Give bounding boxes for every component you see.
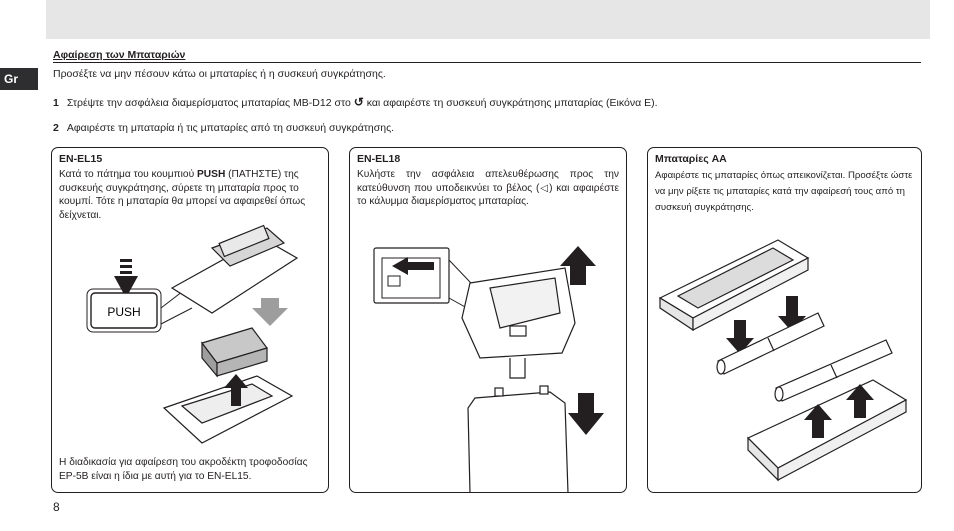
down-arrow-icon	[252, 298, 288, 326]
title-rule	[53, 62, 921, 63]
step-1: 1 Στρέψτε την ασφάλεια διαμερίσματος μπατ…	[53, 95, 657, 109]
panel-title: Μπαταρίες AA	[655, 153, 727, 165]
push-button-diagram	[90, 292, 158, 329]
step-text: Στρέψτε την ασφάλεια διαμερίσματος μπατα…	[66, 97, 351, 109]
panel-en-el15: EN-EL15 Κατά το πάτημα του κουμπιού PUSH…	[51, 147, 329, 493]
push-label: PUSH	[197, 169, 226, 180]
panel-aa-batteries: Μπαταρίες AA Αφαιρέστε τις μπαταρίες όπω…	[647, 147, 922, 493]
en-el18-illustration	[373, 246, 604, 492]
step-text: Αφαιρέστε τη μπαταρία ή τις μπαταρίες απ…	[66, 122, 395, 134]
step-text: και αφαιρέστε τη συσκευή συγκράτησης μπα…	[366, 97, 658, 109]
left-arrow-icon	[392, 257, 434, 275]
panel-en-el18: EN-EL18 Κυλήστε την ασφάλεια απελευθέρωσ…	[349, 147, 627, 493]
down-arrow-icon	[726, 320, 754, 354]
battery-holder	[467, 385, 569, 492]
up-arrow-icon	[560, 246, 596, 285]
en-el15-illustration: PUSH	[86, 224, 299, 444]
aa-battery-icon	[716, 312, 825, 375]
svg-text:PUSH: PUSH	[107, 305, 140, 319]
battery-cover	[461, 267, 576, 379]
push-arrow-icon	[114, 259, 138, 298]
panel-title: EN-EL15	[59, 153, 103, 165]
header-bar	[46, 0, 930, 39]
aa-holder-top	[658, 239, 810, 332]
panel-text: Κυλήστε την ασφάλεια απελευθέρωσης προς …	[357, 169, 619, 207]
up-arrow-icon	[846, 384, 874, 418]
down-arrow-icon	[568, 393, 604, 435]
step-2: 2 Αφαιρέστε τη μπαταρία ή τις μπαταρίες α…	[53, 122, 394, 134]
up-arrow-icon	[804, 404, 832, 438]
language-tab: Gr	[0, 68, 38, 90]
page-number: 8	[53, 500, 60, 514]
intro-text: Προσέξτε να μην πέσουν κάτω οι μπαταρίες…	[53, 68, 386, 80]
step-number: 1	[53, 97, 59, 109]
aa-holder-bottom	[746, 379, 908, 482]
rotate-lock-icon: ↺	[353, 95, 364, 109]
battery-icon	[201, 327, 268, 378]
step-number: 2	[53, 122, 59, 134]
panel-footer: Η διαδικασία για αφαίρεση του ακροδέκτη …	[59, 457, 308, 482]
panel-title: EN-EL18	[357, 153, 401, 165]
aa-illustration	[658, 239, 908, 482]
aa-battery-icon	[774, 339, 893, 402]
section-title: Αφαίρεση των Μπαταριών	[53, 49, 186, 61]
battery-holder-top	[170, 224, 299, 314]
up-arrow-icon	[224, 374, 248, 406]
panel-text: Αφαιρέστε τις μπαταρίες όπως απεικονίζετ…	[655, 170, 913, 213]
panel-text: Κατά το πάτημα του κουμπιού PUSH (ΠΑΤΗΣΤ…	[59, 169, 306, 221]
